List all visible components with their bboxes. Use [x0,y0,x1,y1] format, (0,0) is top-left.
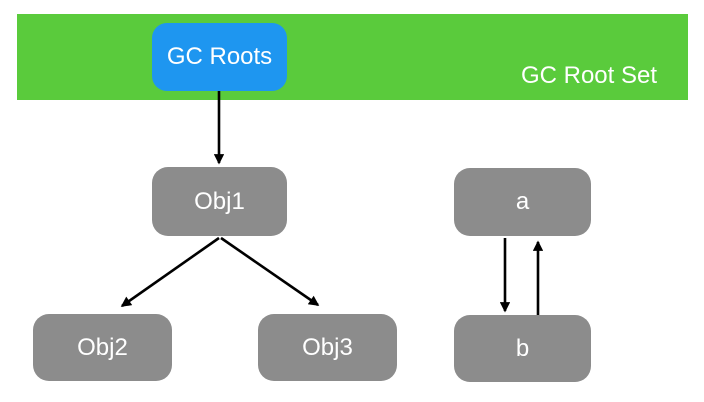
arrow-obj1-to-obj2 [120,236,220,308]
node-gc-roots: GC Roots [152,23,287,91]
node-obj1-label: Obj1 [194,187,245,215]
node-obj2-label: Obj2 [77,333,128,361]
node-b-label: b [515,334,530,362]
node-a-label: a [515,188,530,215]
node-a: a [454,168,591,236]
gc-root-set-label: GC Root Set [520,61,657,89]
node-gc-roots-label: GC Roots [166,43,273,70]
node-obj2: Obj2 [33,314,172,381]
gc-root-set-band: GC Root Set [17,14,688,100]
node-obj1: Obj1 [152,167,287,236]
node-obj3-label: Obj3 [302,333,353,361]
node-obj3: Obj3 [258,314,397,381]
arrow-obj1-to-obj3 [220,236,320,307]
node-b: b [454,315,591,382]
